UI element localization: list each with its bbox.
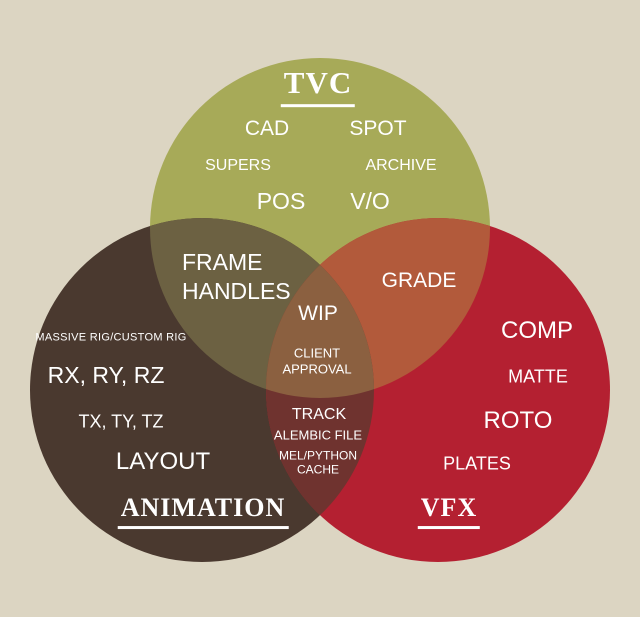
tvc-item-pos: POS xyxy=(256,187,306,214)
overlap-item-alembic-file: ALEMBIC FILE xyxy=(273,427,363,443)
vfx-item-roto: ROTO xyxy=(483,407,553,435)
vfx-title: VFX xyxy=(417,493,481,529)
animation-item-massive-rig: MASSIVE RIG/CUSTOM RIG xyxy=(35,331,187,344)
tvc-item-archive: ARCHIVE xyxy=(365,156,437,174)
overlap-item-frame-handles: FRAME HANDLES xyxy=(182,249,291,304)
overlap-item-mel-python-cache: MEL/PYTHON CACHE xyxy=(278,448,357,476)
tvc-item-cad: CAD xyxy=(244,116,290,140)
center-item-wip: WIP xyxy=(298,301,338,325)
animation-item-layout: LAYOUT xyxy=(115,448,211,476)
animation-item-tx-ty-tz: TX, TY, TZ xyxy=(78,411,164,432)
tvc-item-spot: SPOT xyxy=(349,116,407,140)
overlap-item-track: TRACK xyxy=(291,405,347,423)
animation-title: ANIMATION xyxy=(117,493,289,529)
overlap-item-grade: GRADE xyxy=(381,268,457,292)
center-item-client-approval: CLIENT APPROVAL xyxy=(282,345,352,377)
tvc-item-vo: V/O xyxy=(350,187,390,214)
tvc-title: TVC xyxy=(280,65,356,107)
vfx-item-matte: MATTE xyxy=(508,366,568,387)
animation-item-rx-ry-rz: RX, RY, RZ xyxy=(47,361,165,388)
vfx-item-comp: COMP xyxy=(501,317,573,345)
vfx-item-plates: PLATES xyxy=(443,453,511,474)
tvc-item-supers: SUPERS xyxy=(205,156,271,174)
